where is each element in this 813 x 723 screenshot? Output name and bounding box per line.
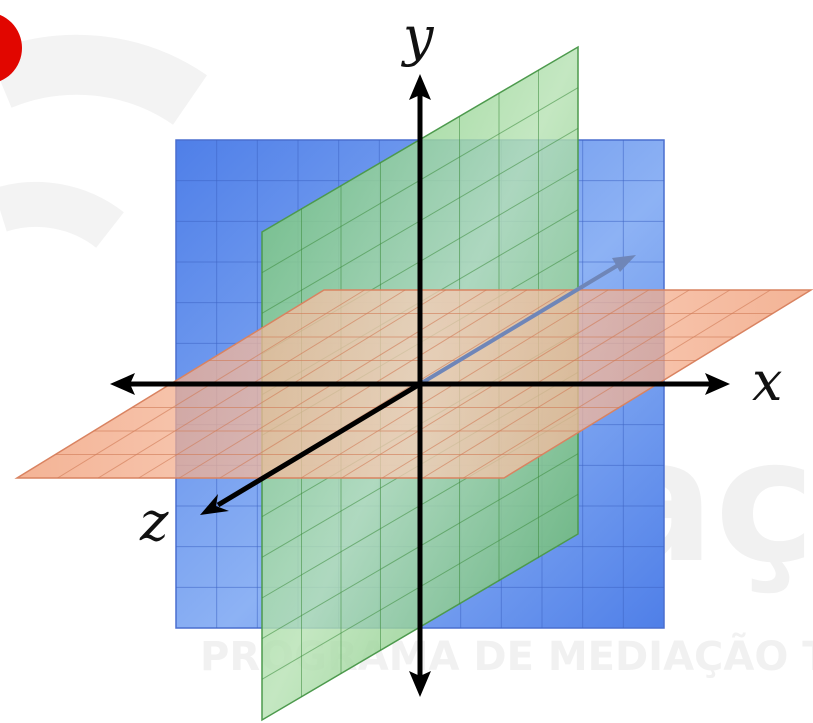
y-axis-arrowhead-pos: [409, 74, 431, 100]
y-axis-arrowhead-neg: [409, 671, 431, 697]
y-axis-label: y: [401, 5, 435, 68]
x-axis-label: x: [752, 350, 782, 413]
z-axis-back: [418, 256, 632, 386]
z-axis-label: z: [139, 490, 169, 553]
z-axis: [216, 381, 422, 508]
axes: [110, 74, 730, 697]
x-axis-arrowhead-neg: [110, 373, 135, 395]
z-axis-arrowhead: [200, 494, 229, 515]
z-axis-back-arrowhead: [612, 255, 636, 272]
corner-badge: [0, 14, 22, 82]
x-axis-arrowhead-pos: [705, 373, 730, 395]
